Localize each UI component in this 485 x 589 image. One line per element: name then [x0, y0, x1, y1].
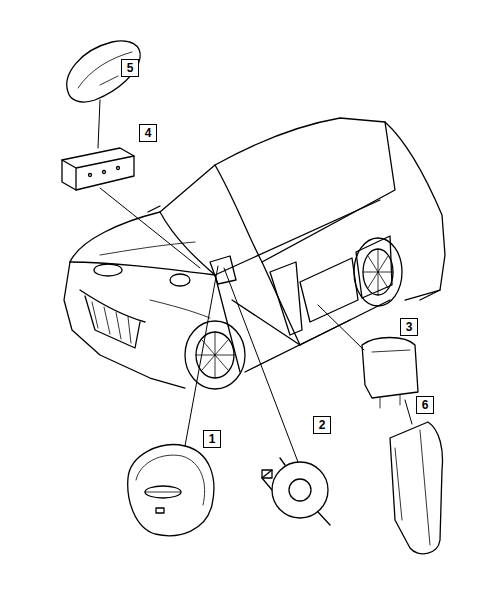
callout-number: 1	[203, 430, 221, 448]
airbag-module	[128, 445, 214, 536]
callout-number: 5	[121, 59, 139, 77]
airbag-module	[362, 338, 418, 409]
leader-line	[98, 100, 412, 462]
airbag-module	[390, 422, 442, 554]
airbag-module	[67, 41, 140, 102]
callout-number: 4	[139, 124, 157, 142]
callout-number: 2	[313, 416, 331, 434]
wheels	[185, 238, 402, 389]
clockspring	[262, 458, 330, 525]
airbag-module	[62, 148, 134, 190]
callout-number: 3	[400, 318, 418, 336]
callout-number: 6	[416, 396, 434, 414]
